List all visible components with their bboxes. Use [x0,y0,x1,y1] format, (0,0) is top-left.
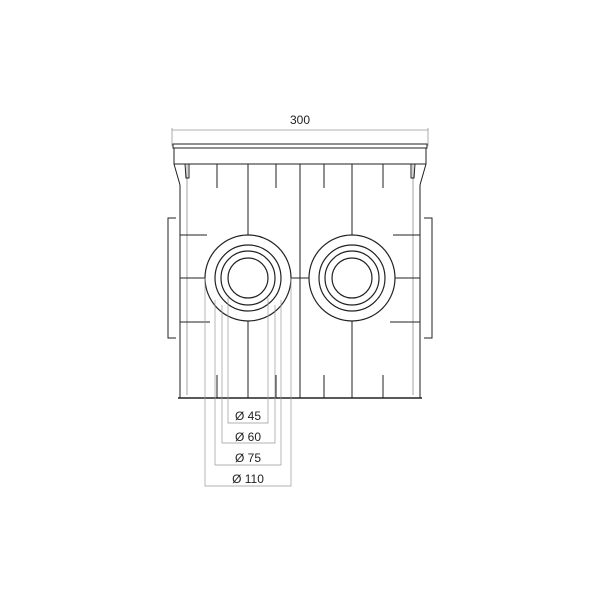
width-dimension-label: 300 [290,113,310,127]
diameter-label-45: Ø 45 [235,409,261,423]
diameter-brackets [204,278,292,487]
diameter-label-75: Ø 75 [235,451,261,465]
diameter-label-60: Ø 60 [235,430,261,444]
knockout-left [204,234,292,322]
lid [172,143,428,165]
knockout-right [308,234,396,322]
width-dimension [171,128,429,146]
box-body [167,163,433,399]
diameter-label-110: Ø 110 [232,472,264,486]
